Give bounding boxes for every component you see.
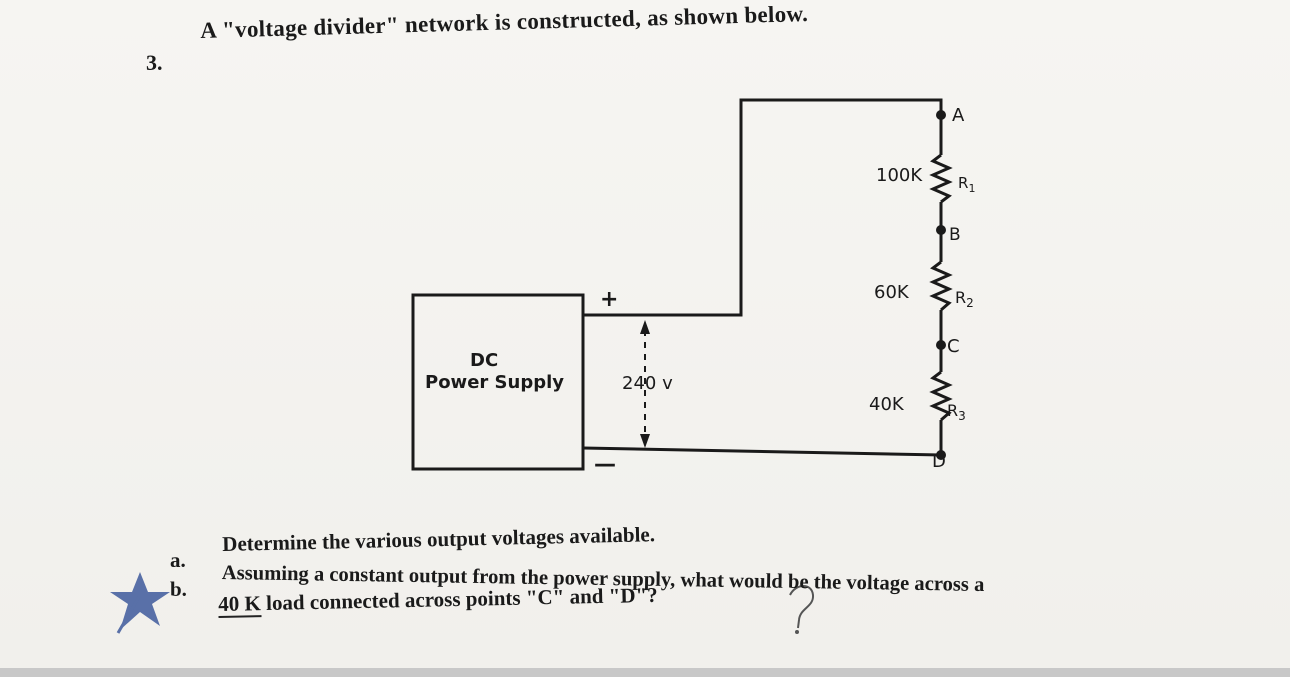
wire-top: [583, 98, 943, 317]
node-c-label: C: [947, 336, 960, 357]
resistor-r3: [929, 370, 953, 422]
node-a-label: A: [952, 105, 965, 126]
star-annotation-icon: [110, 572, 170, 634]
node-b-label: B: [949, 225, 961, 245]
r3-value: 40K: [869, 394, 905, 415]
plus-sign: +: [600, 287, 618, 312]
wire-bottom: [582, 440, 943, 457]
power-supply-label-text: Power Supply: [425, 372, 564, 393]
part-a-letter: a.: [170, 548, 186, 572]
power-supply-label-dc: DC: [470, 350, 498, 371]
power-supply-box: [411, 293, 585, 471]
question-number: 3.: [146, 50, 163, 75]
part-b-load-value: 40 K: [218, 591, 262, 618]
supply-voltage-label: 240 v: [622, 373, 673, 394]
part-b-letter: b.: [170, 577, 187, 601]
handwritten-question-mark-icon: [789, 585, 815, 629]
node-d-dot: [936, 450, 946, 460]
node-c-dot: [936, 340, 946, 350]
r3-label: R3: [947, 401, 966, 423]
r2-value: 60K: [874, 282, 910, 303]
voltage-arrow-head-down: [640, 434, 650, 448]
r1-value: 100K: [876, 165, 923, 186]
bottom-scroll-strip: [0, 668, 1290, 677]
r1-label: R1: [958, 174, 975, 195]
minus-sign: —: [594, 452, 616, 477]
node-a-dot: [936, 110, 946, 120]
node-b-dot: [936, 225, 946, 235]
resistor-r2: [929, 260, 953, 312]
r2-label: R2: [955, 288, 974, 310]
voltage-arrow-head-up: [640, 320, 650, 334]
node-d-label: D: [932, 451, 946, 472]
resistor-r1: [929, 153, 953, 204]
